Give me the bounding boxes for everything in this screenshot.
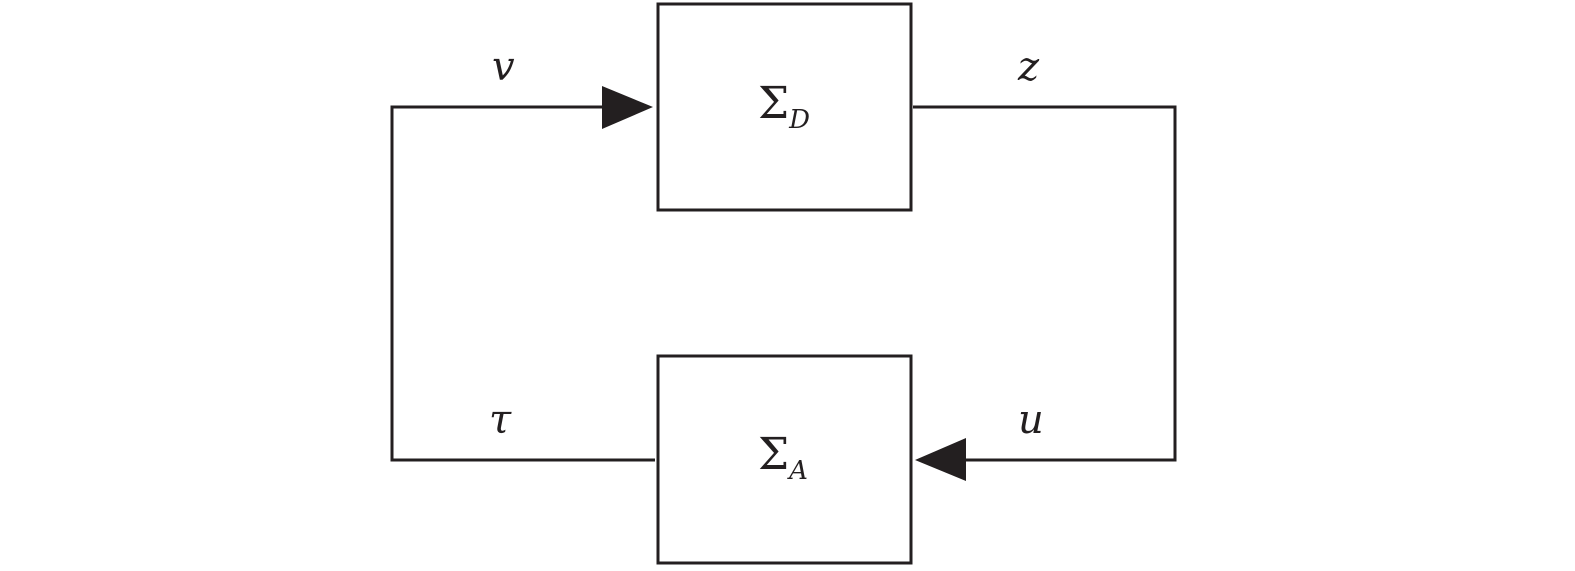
- block-sigma-a-label: ΣA: [758, 429, 808, 486]
- block-sigma-d-subscript: D: [788, 105, 810, 135]
- block-sigma-a-symbol: Σ: [758, 429, 789, 480]
- block-sigma-a: [656, 354, 913, 565]
- block-sigma-d: [656, 2, 913, 212]
- signal-label-v: v: [492, 44, 515, 90]
- signal-label-tau: τ: [489, 397, 512, 443]
- block-sigma-d-label: ΣD: [758, 78, 810, 135]
- signal-label-u: u: [1018, 397, 1044, 443]
- arrow-into-sigma-a: [915, 438, 966, 481]
- block-sigma-d-symbol: Σ: [758, 78, 789, 129]
- signal-label-z: z: [1017, 44, 1040, 90]
- right-feedback-wire: [913, 105, 1177, 462]
- left-feedback-wire: [390, 105, 655, 462]
- arrow-into-sigma-d: [602, 86, 653, 129]
- block-sigma-a-subscript: A: [787, 456, 808, 486]
